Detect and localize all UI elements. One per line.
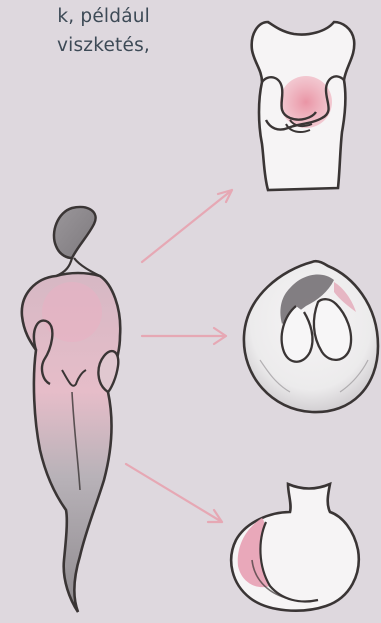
figure-head bbox=[54, 207, 96, 258]
figure-chest-pink bbox=[42, 282, 102, 342]
shoulder-illustration bbox=[231, 484, 359, 611]
belly-pink-spot bbox=[280, 76, 332, 128]
arrow-to-belly bbox=[142, 190, 232, 262]
arrow-to-shoulder bbox=[126, 464, 222, 522]
arrow-to-chest bbox=[142, 328, 226, 344]
hands-on-belly-illustration bbox=[252, 22, 355, 190]
hands-on-chest-illustration bbox=[244, 261, 378, 412]
female-figure-illustration bbox=[22, 207, 120, 612]
arrows bbox=[126, 190, 232, 522]
